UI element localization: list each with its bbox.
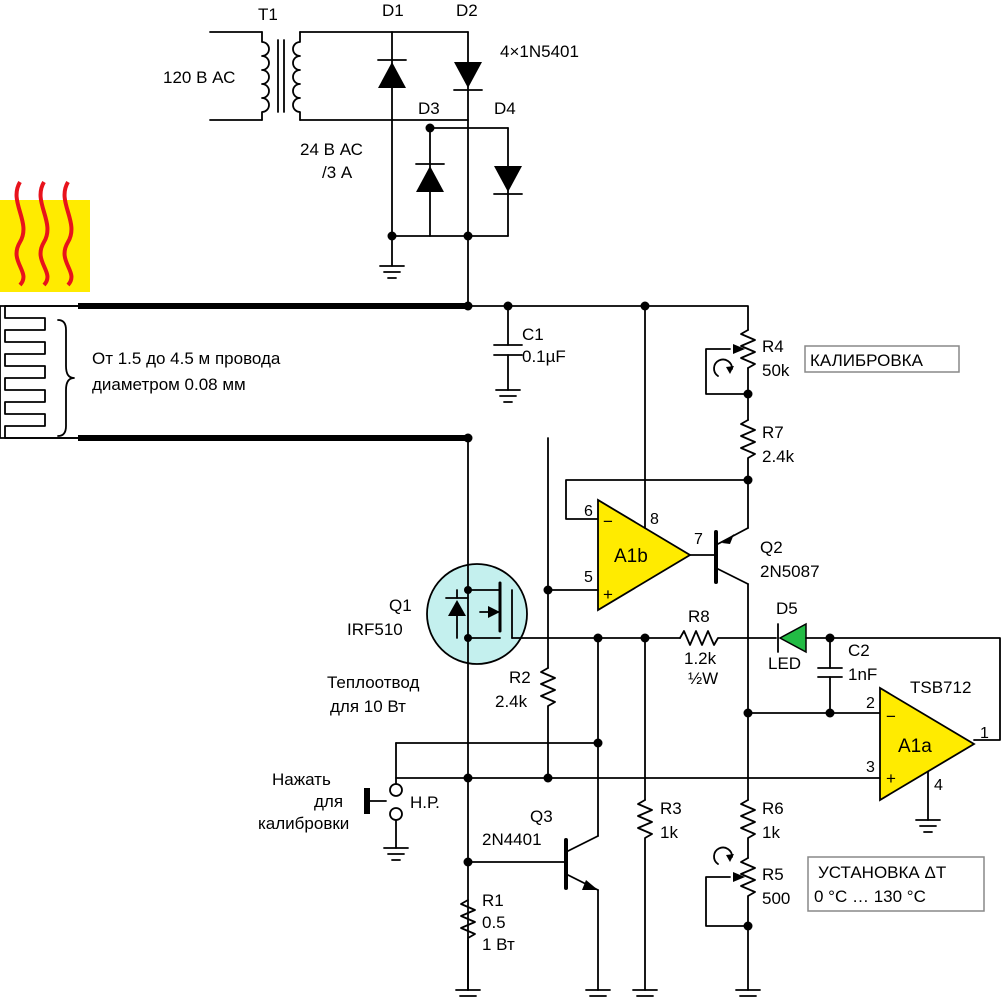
d1-label: D1 <box>382 1 404 20</box>
r2-value: 2.4k <box>495 692 528 711</box>
r2-name: R2 <box>509 668 531 687</box>
opamp-a1a: A1a − + 2 1 3 4 TSB712 <box>866 678 989 833</box>
a1a-plus: + <box>886 769 896 788</box>
calibration-pushbutton[interactable]: Н.Р. Нажать для калибровки <box>258 742 440 861</box>
wire-length-label: От 1.5 до 4.5 м провода <box>92 349 281 368</box>
d4-label: D4 <box>494 99 516 118</box>
resistor-r1: R1 0.5 1 Вт <box>455 891 515 997</box>
secondary-voltage-label: 24 В АС <box>300 140 363 159</box>
heat-symbol <box>0 180 90 292</box>
diodes-type-label: 4×1N5401 <box>500 42 579 61</box>
r8-name: R8 <box>688 607 710 626</box>
pin2-label: 2 <box>866 695 875 712</box>
setpoint-label-box <box>807 856 985 912</box>
resistor-r7: R7 2.4k <box>740 419 795 529</box>
a1b-plus: + <box>603 585 613 604</box>
q2-type: 2N5087 <box>760 562 820 581</box>
mosfet-q1: Q1 IRF510 Теплоотвод для 10 Вт <box>327 437 549 991</box>
a1a-minus: − <box>886 707 896 726</box>
r8-value: 1.2k <box>684 649 717 668</box>
potentiometer-r4: R4 50k КАЛИБРОВКА <box>705 329 960 421</box>
pin3-label: 3 <box>866 759 875 776</box>
calibration-label-box <box>804 345 960 373</box>
transformer-t1: T1 120 В АС 24 В АС /3 А <box>163 5 363 182</box>
c1-value: 0.1µF <box>522 347 566 366</box>
diode-d2 <box>454 62 482 88</box>
r5-value: 500 <box>762 889 790 908</box>
capacitor-c1: C1 0.1µF <box>493 305 566 403</box>
a1a-label: A1a <box>898 736 932 757</box>
setpoint-label: УСТАНОВКА ΔT <box>818 863 946 882</box>
press-label: Нажать <box>272 770 331 789</box>
potentiometer-r5: R5 500 УСТАНОВКА ΔT 0 °C … 130 °C <box>705 846 985 997</box>
r1-name: R1 <box>482 891 504 910</box>
q2-name: Q2 <box>760 538 783 557</box>
secondary-current-label: /3 А <box>322 163 353 182</box>
no-label: Н.Р. <box>410 793 440 812</box>
resistor-r8: R8 1.2k ½W <box>679 607 777 688</box>
transistor-q2: Q2 2N5087 <box>714 527 820 801</box>
pin8-label: 8 <box>650 511 659 528</box>
q1-type: IRF510 <box>347 620 403 639</box>
c1-name: C1 <box>522 325 544 344</box>
r8-power: ½W <box>688 669 718 688</box>
mains-voltage-label: 120 В АС <box>163 68 235 87</box>
d3-label: D3 <box>418 99 440 118</box>
pin4-label: 4 <box>934 777 943 794</box>
pin7-label: 7 <box>694 531 703 548</box>
r1-power: 1 Вт <box>482 935 515 954</box>
d5-name: D5 <box>776 599 798 618</box>
transistor-q3: Q3 2N4401 <box>463 807 611 997</box>
a1b-label: A1b <box>614 546 648 567</box>
r6-name: R6 <box>762 799 784 818</box>
bridge-rectifier: D1 D2 4×1N5401 D3 D4 <box>377 1 579 307</box>
q3-type: 2N4401 <box>482 830 542 849</box>
pin5-label: 5 <box>584 569 593 586</box>
pin6-label: 6 <box>584 503 593 520</box>
diode-d1 <box>378 62 406 88</box>
r7-name: R7 <box>762 423 784 442</box>
wire-diameter-label: диаметром 0.08 мм <box>92 375 246 394</box>
q1-name: Q1 <box>389 596 412 615</box>
heater-wire-element: От 1.5 до 4.5 м провода диаметром 0.08 м… <box>0 305 281 439</box>
r6-value: 1k <box>762 823 780 842</box>
a1a-type: TSB712 <box>910 678 971 697</box>
d5-type: LED <box>768 654 801 673</box>
diode-d3 <box>416 166 444 192</box>
led-d5: D5 LED <box>768 599 1001 741</box>
a1b-minus: − <box>603 512 613 531</box>
pin1-label: 1 <box>980 725 989 742</box>
c2-value: 1nF <box>848 665 877 684</box>
r4-name: R4 <box>762 337 784 356</box>
resistor-r6: R6 1k <box>740 799 784 859</box>
opamp-a1b: A1b − + 6 8 7 5 <box>584 305 717 612</box>
r7-value: 2.4k <box>762 447 795 466</box>
resistor-r3: R3 1k <box>632 637 682 997</box>
c2-name: C2 <box>848 641 870 660</box>
heatsink-label: Теплоотвод <box>327 673 419 692</box>
press-calibration-label: калибровки <box>258 814 349 833</box>
press-for-label: для <box>314 792 343 811</box>
r3-value: 1k <box>660 823 678 842</box>
heatsink-power-label: для 10 Вт <box>330 697 406 716</box>
r4-value: 50k <box>762 361 790 380</box>
resistor-r2: R2 2.4k <box>495 589 556 783</box>
r1-value: 0.5 <box>482 913 506 932</box>
d2-label: D2 <box>456 1 478 20</box>
t1-label: T1 <box>258 5 278 24</box>
setpoint-range: 0 °C … 130 °C <box>814 887 926 906</box>
diode-d4 <box>494 166 522 192</box>
calibration-label: КАЛИБРОВКА <box>810 351 924 370</box>
r3-name: R3 <box>660 799 682 818</box>
r5-name: R5 <box>762 865 784 884</box>
q3-name: Q3 <box>530 807 553 826</box>
